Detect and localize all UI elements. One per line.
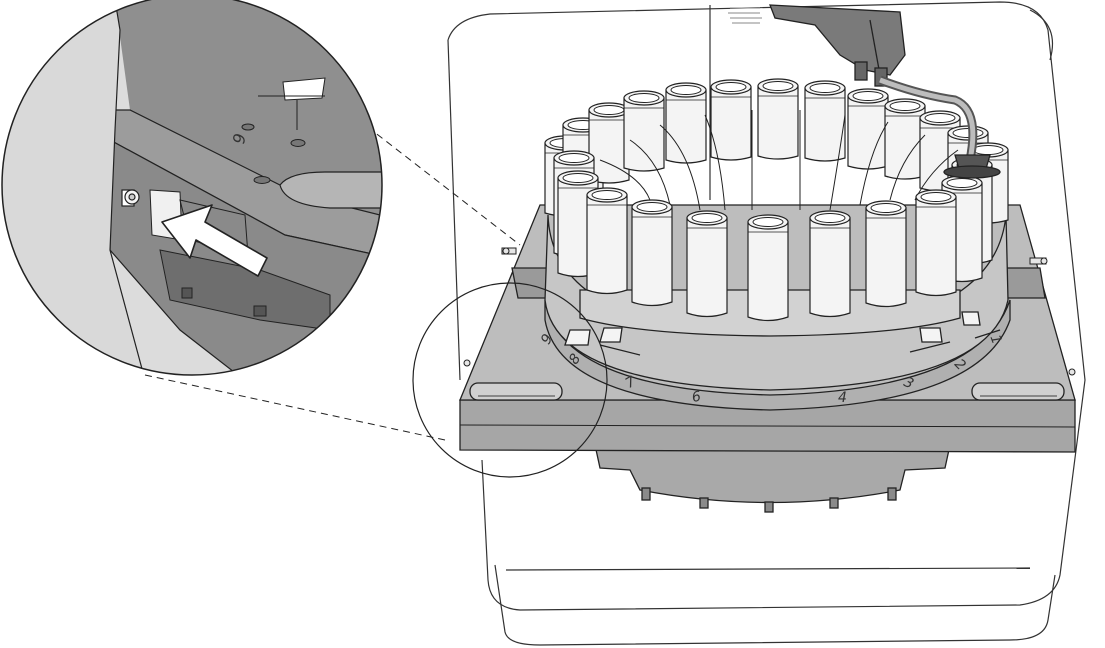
tray-handle-right[interactable]: [971, 382, 1065, 401]
thumbscrew-icon[interactable]: [121, 189, 140, 207]
inset-rack-label: 9: [229, 132, 249, 145]
rack-label: 6: [691, 389, 703, 406]
inset-border: [1, 0, 383, 376]
housing-feet: [641, 487, 897, 513]
thumbscrew-icon[interactable]: [463, 247, 1076, 376]
magnified-inset: 9: [2, 0, 382, 375]
tray-handle-icon: [971, 382, 1065, 401]
tray-handle-left[interactable]: [469, 382, 563, 401]
tray-handle-icon: [469, 382, 563, 401]
rack-label: 4: [838, 390, 847, 406]
arrow-left-up-icon: [161, 204, 268, 277]
bottle-tubes: [599, 110, 959, 211]
enclosure-outline: [447, 1, 1086, 646]
sampler-arm: [728, 4, 1001, 179]
callout-circle: [412, 282, 608, 478]
